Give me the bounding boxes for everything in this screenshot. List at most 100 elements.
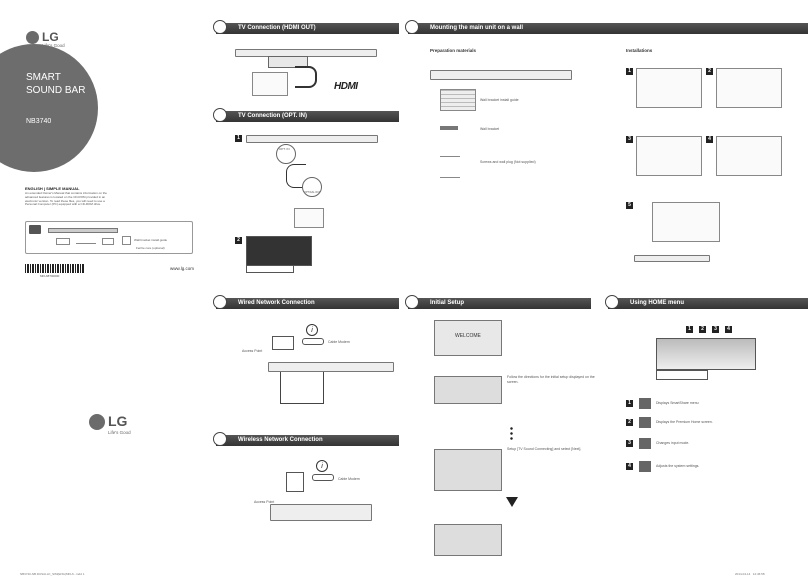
wifi-icon (213, 432, 227, 446)
section-wall-title: Mounting the main unit on a wall (430, 25, 523, 31)
manual-description: An extended Owner's Manual that contains… (25, 191, 107, 207)
cable-thumb (76, 239, 96, 244)
settings-icon (639, 461, 651, 472)
screws-thumb (440, 156, 460, 178)
install-tv-5 (652, 202, 720, 242)
optical-out-callout: OPTICAL OUT (302, 177, 322, 197)
product-title-2: SOUND BAR (26, 85, 86, 96)
home-num-4: 4 (725, 326, 732, 333)
input-icon (639, 438, 651, 449)
premium-icon (639, 417, 651, 428)
hdmi-port-panel (268, 56, 308, 68)
home-num-1: 1 (686, 326, 693, 333)
wall-bracket-thumb (440, 126, 458, 130)
section-wireless-title: Wireless Network Connection (238, 437, 323, 443)
adapter-thumb (102, 238, 114, 245)
section-wired: Wired Network Connection (216, 298, 399, 309)
step-1: 1 (235, 135, 242, 142)
welcome-text: WELCOME (455, 333, 481, 339)
section-wireless: Wireless Network Connection (216, 435, 399, 446)
arrow-down-icon (506, 497, 518, 507)
install-tv-4 (716, 136, 782, 176)
opt-in-label: OPT. IN (279, 147, 290, 151)
section-optical-title: TV Connection (OPT. IN) (238, 113, 307, 119)
lg-logo-bottom: LG Life's Good (89, 411, 149, 441)
setup-screen-1 (434, 376, 502, 404)
tv-icon (213, 20, 227, 34)
home-item-num: 4 (626, 463, 633, 470)
home-item-text: Adjusts the system settings. (656, 464, 700, 468)
home-item-4: 4 Adjusts the system settings. (626, 461, 806, 473)
section-home: Using HOME menu (608, 298, 808, 309)
home-item-num: 1 (626, 400, 633, 407)
screws-label: Screws and wall plug (Not supplied) (480, 160, 536, 164)
cable-modem-wired (302, 338, 324, 345)
network-icon (213, 295, 227, 309)
soundbar-thumb (48, 228, 118, 233)
wall-bracket-label: Wall bracket (480, 127, 500, 131)
accessories-box: Wall bracket install guide Ferrite core … (25, 221, 193, 254)
soundbar-optical (246, 135, 378, 143)
section-optical: TV Connection (OPT. IN) (216, 111, 399, 122)
tv-icon (213, 108, 227, 122)
setup-screen-2 (434, 449, 502, 491)
soundbar-mounted (634, 255, 710, 262)
acc-wall-guide: Wall bracket install guide (134, 238, 168, 242)
soundbar-wired (268, 362, 394, 372)
cable-modem-label: Cable Modem (328, 340, 350, 344)
welcome-screen: WELCOME (434, 320, 502, 356)
barcode-text: MFL68700000 (40, 274, 60, 278)
home-item-2: 2 Displays the Premium Home screen. (626, 417, 806, 429)
tv-optical (294, 208, 324, 228)
home-num-3: 3 (712, 326, 719, 333)
ethernet-cable (280, 372, 324, 404)
access-point-label: Access Point (242, 349, 263, 353)
barcode (25, 264, 85, 273)
soundbar-wall (430, 70, 572, 80)
info-icon: i (316, 460, 328, 472)
cable-modem-wireless (312, 474, 334, 481)
website: www.lg.com (170, 266, 195, 271)
lg-logo-text: LG (108, 413, 128, 429)
model-number: NB3740 (26, 118, 52, 125)
install-step-2: 2 (706, 68, 713, 75)
footer-left: NB3740-NB.DUSALLK_SIM(ENG)MFL6...indd 1 (20, 572, 85, 576)
section-initial-title: Initial Setup (430, 300, 465, 306)
home-item-1: 1 Displays SmartShare menu (626, 398, 806, 410)
lg-emblem-icon (89, 414, 105, 430)
setup-screen-3 (434, 524, 502, 556)
home-item-num: 3 (626, 440, 633, 447)
router-wireless (286, 472, 304, 492)
optical-cable (286, 164, 306, 188)
lg-tagline: Life's Good (108, 430, 131, 435)
router-wired (272, 336, 294, 350)
home-screen (656, 338, 756, 370)
home-item-text: Displays the Premium Home screen. (656, 420, 713, 424)
gear-icon (405, 295, 419, 309)
remote-home-buttons (656, 370, 708, 380)
prep-materials: Preparation materials (430, 48, 477, 53)
install-wall-2 (716, 68, 782, 108)
wall-guide-label: Wall bracket install guide (480, 98, 519, 102)
section-initial: Initial Setup (408, 298, 591, 309)
install-tv-3 (636, 136, 702, 176)
manual-label: ENGLISH | SIMPLE MANUAL (25, 186, 80, 191)
home-num-2: 2 (699, 326, 706, 333)
acc-ferrite: Ferrite core (optional) (136, 246, 165, 250)
guide-thumb (122, 236, 131, 245)
home-item-num: 2 (626, 419, 633, 426)
step-2: 2 (235, 237, 242, 244)
follow-directions: Follow the directions for the initial se… (507, 375, 595, 384)
section-hdmi-title: TV Connection (HDMI OUT) (238, 25, 316, 31)
install-step-1: 1 (626, 68, 633, 75)
remote-input-buttons (246, 265, 294, 273)
install-step-4: 4 (706, 136, 713, 143)
home-item-text: Displays SmartShare menu (656, 401, 699, 405)
lg-emblem-icon (26, 31, 39, 44)
dots (510, 426, 513, 440)
remote-thumb (56, 238, 70, 245)
accessories-icon (29, 225, 41, 234)
section-hdmi: TV Connection (HDMI OUT) (216, 23, 399, 34)
install-step-3: 3 (626, 136, 633, 143)
lg-logo-top: LG Life's Good (26, 29, 86, 51)
